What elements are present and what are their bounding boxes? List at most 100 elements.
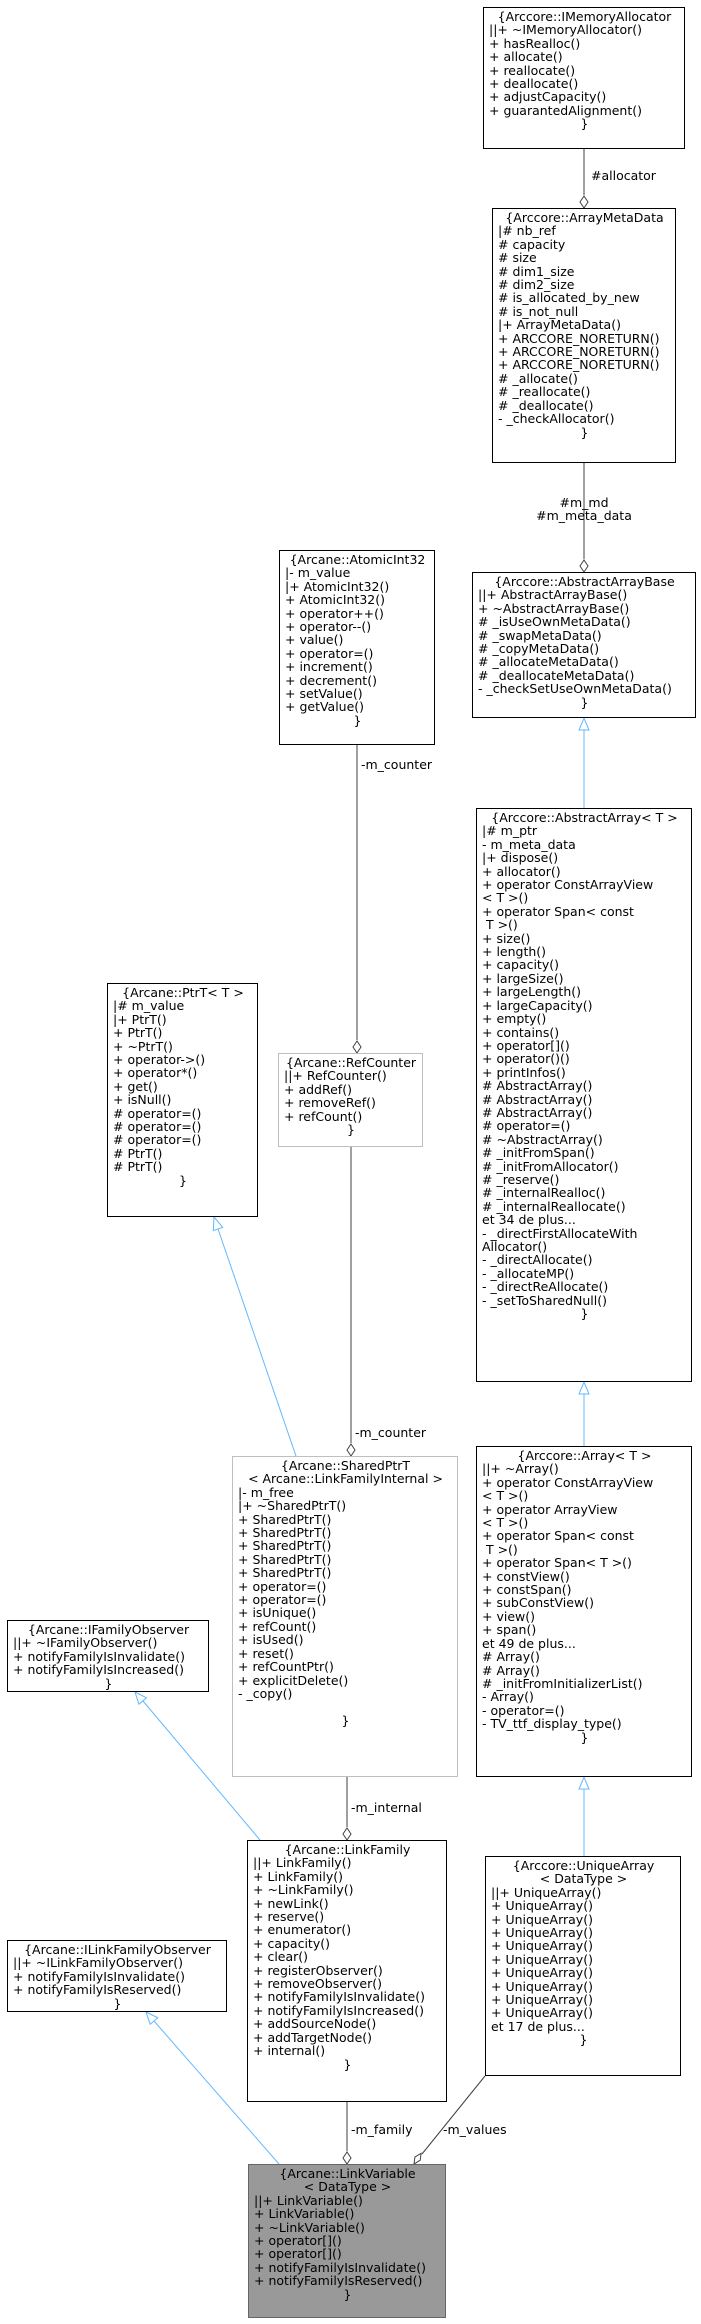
class-node-ifamilyobserver[interactable]: {Arcane::IFamilyObserver ||+ ~IFamilyObs… [7, 1620, 209, 1692]
class-members: ||+ ~IFamilyObserver()+ notifyFamilyIsIn… [13, 1636, 204, 1678]
class-member: + operator Span< T >() [482, 1555, 632, 1571]
class-node-ilinkfamilyobserver[interactable]: {Arcane::ILinkFamilyObserver ||+ ~ILinkF… [7, 1940, 227, 2012]
class-member: # PtrT() [113, 1145, 163, 1161]
class-member: + deallocate() [489, 76, 579, 92]
class-closing: } [580, 424, 589, 440]
class-member [238, 1700, 453, 1713]
class-member: # is_not_null [498, 303, 579, 319]
class-member: + capacity() [253, 1935, 330, 1951]
class-member: + operator++() [285, 605, 384, 621]
class-node-refcounter[interactable]: {Arcane::RefCounter ||+ RefCounter()+ ad… [278, 1053, 423, 1147]
class-node-array[interactable]: {Arccore::Array< T > ||+ ~Array()+ opera… [476, 1446, 692, 1777]
class-members: |- m_value|+ AtomicInt32()+ AtomicInt32(… [285, 565, 430, 715]
class-member: + constView() [482, 1568, 570, 1584]
class-node-sharedptrt[interactable]: {Arcane::SharedPtrT < Arcane::LinkFamily… [232, 1456, 458, 1777]
class-member: + notifyFamilyIsInvalidate() [253, 1989, 425, 2005]
class-member: < T >() [482, 1515, 529, 1531]
class-node-imemoryallocator[interactable]: {Arccore::IMemoryAllocator ||+ ~IMemoryA… [483, 7, 685, 149]
class-member: |# m_ptr [482, 823, 538, 839]
class-node-linkfamily[interactable]: {Arcane::LinkFamily ||+ LinkFamily()+ Li… [247, 1840, 447, 2102]
edge-label-counter-ref: -m_counter [355, 1425, 427, 1440]
class-member: # _initFromAllocator() [482, 1158, 619, 1174]
class-member: # _allocateMetaData() [478, 654, 619, 670]
class-member: + ~LinkFamily() [253, 1882, 354, 1898]
edge-label-meta-data: #m_md #m_meta_data [536, 495, 632, 524]
class-member: + length() [482, 944, 547, 960]
class-member: # _reallocate() [498, 384, 591, 400]
class-closing: } [343, 2286, 352, 2302]
class-member: + increment() [285, 659, 373, 675]
class-member: ||+ ~Array() [482, 1461, 559, 1477]
class-member: ||+ UniqueArray() [491, 1884, 602, 1900]
class-member: + refCount() [238, 1618, 317, 1634]
class-member: - _setToSharedNull() [482, 1292, 607, 1308]
class-member: + view() [482, 1608, 535, 1624]
class-member: |- m_value [285, 565, 351, 581]
class-member: - _directAllocate() [482, 1252, 593, 1268]
class-member: # Array() [482, 1662, 540, 1678]
class-closing: } [347, 1122, 355, 1138]
class-node-arraymetadata[interactable]: {Arccore::ArrayMetaData |# nb_ref# capac… [492, 208, 676, 463]
class-members: ||+ LinkVariable()+ LinkVariable()+ ~Lin… [254, 2192, 441, 2287]
class-member: + isNull() [113, 1092, 172, 1108]
class-member: + empty() [482, 1011, 547, 1027]
class-title: {Arccore::AbstractArray< T > [491, 810, 678, 825]
edge-refcounter-counter [346, 1147, 356, 1457]
edge-inherit-abstractarraybase [578, 716, 590, 808]
class-member: ||+ LinkVariable() [254, 2192, 363, 2208]
edge-inherit-abstractarray [578, 1380, 590, 1446]
class-closing: } [580, 694, 589, 710]
class-member: + LinkFamily() [253, 1868, 344, 1884]
class-member: + getValue() [285, 699, 365, 715]
class-member: + span() [482, 1622, 537, 1638]
class-member: + UniqueArray() [491, 1965, 593, 1981]
class-member: + operator ConstArrayView [482, 877, 654, 893]
class-member: + addSourceNode() [253, 2016, 377, 2032]
class-member: # _allocate() [498, 370, 578, 386]
class-member: ||+ ~ILinkFamilyObserver() [13, 1955, 183, 1971]
class-members: ||+ ~IMemoryAllocator()+ hasRealloc()+ a… [489, 23, 680, 117]
class-members: ||+ RefCounter()+ addRef()+ removeRef()+… [284, 1069, 418, 1123]
class-closing: } [580, 1729, 589, 1745]
class-node-linkvariable[interactable]: {Arcane::LinkVariable < DataType > ||+ L… [248, 2164, 446, 2318]
class-node-atomicint32[interactable]: {Arcane::AtomicInt32 |- m_value|+ Atomic… [279, 550, 435, 745]
class-member: |+ ArrayMetaData() [498, 317, 621, 333]
class-member: < T >() [482, 890, 529, 906]
class-member: ||+ AbstractArrayBase() [478, 587, 628, 603]
class-member: + notifyFamilyIsInvalidate() [13, 1648, 185, 1664]
class-title: {Arccore::IMemoryAllocator [497, 9, 672, 24]
class-member: + operator[]() [254, 2246, 342, 2262]
class-node-uniquearray[interactable]: {Arccore::UniqueArray < DataType > ||+ U… [485, 1856, 681, 2076]
class-node-ptrt[interactable]: {Arcane::PtrT< T > |# m_value|+ PtrT()+ … [107, 983, 258, 1217]
class-member: + ~AbstractArrayBase() [478, 600, 630, 616]
class-member: + addTargetNode() [253, 2029, 373, 2045]
class-member: + operator--() [285, 619, 372, 635]
class-member: + clear() [253, 1949, 309, 1965]
class-member: |+ AtomicInt32() [285, 578, 390, 594]
class-member: # ~AbstractArray() [482, 1131, 603, 1147]
class-member: + notifyFamilyIsIncreased() [13, 1662, 184, 1678]
class-title: {Arccore::AbstractArrayBase [494, 574, 675, 589]
class-member: # AbstractArray() [482, 1078, 593, 1094]
class-member: + internal() [253, 2043, 326, 2059]
class-member: # Array() [482, 1649, 540, 1665]
class-member: + operator Span< const [482, 903, 634, 919]
class-member: # _deallocateMetaData() [478, 667, 635, 683]
class-member: + operator()() [482, 1051, 570, 1067]
class-member: + notifyFamilyIsIncreased() [253, 2002, 424, 2018]
class-member: + notifyFamilyIsReserved() [13, 1982, 182, 1998]
class-member: + SharedPtrT() [238, 1565, 332, 1581]
class-member: # AbstractArray() [482, 1104, 593, 1120]
class-member: # dim1_size [498, 263, 575, 279]
class-member: + allocate() [489, 49, 563, 65]
class-member: - _copy() [238, 1685, 293, 1701]
class-member: - _checkSetUseOwnMetaData() [478, 681, 672, 697]
class-member: # _initFromInitializerList() [482, 1675, 643, 1691]
class-member: + PtrT() [113, 1025, 163, 1041]
class-member: + operator=() [285, 645, 374, 661]
edge-allocator [579, 149, 589, 209]
class-node-abstractarraybase[interactable]: {Arccore::AbstractArrayBase ||+ Abstract… [472, 572, 696, 718]
class-member: |# m_value [113, 998, 185, 1014]
edge-internal [342, 1777, 352, 1841]
class-node-abstractarray[interactable]: {Arccore::AbstractArray< T > |# m_ptr- m… [476, 808, 692, 1382]
